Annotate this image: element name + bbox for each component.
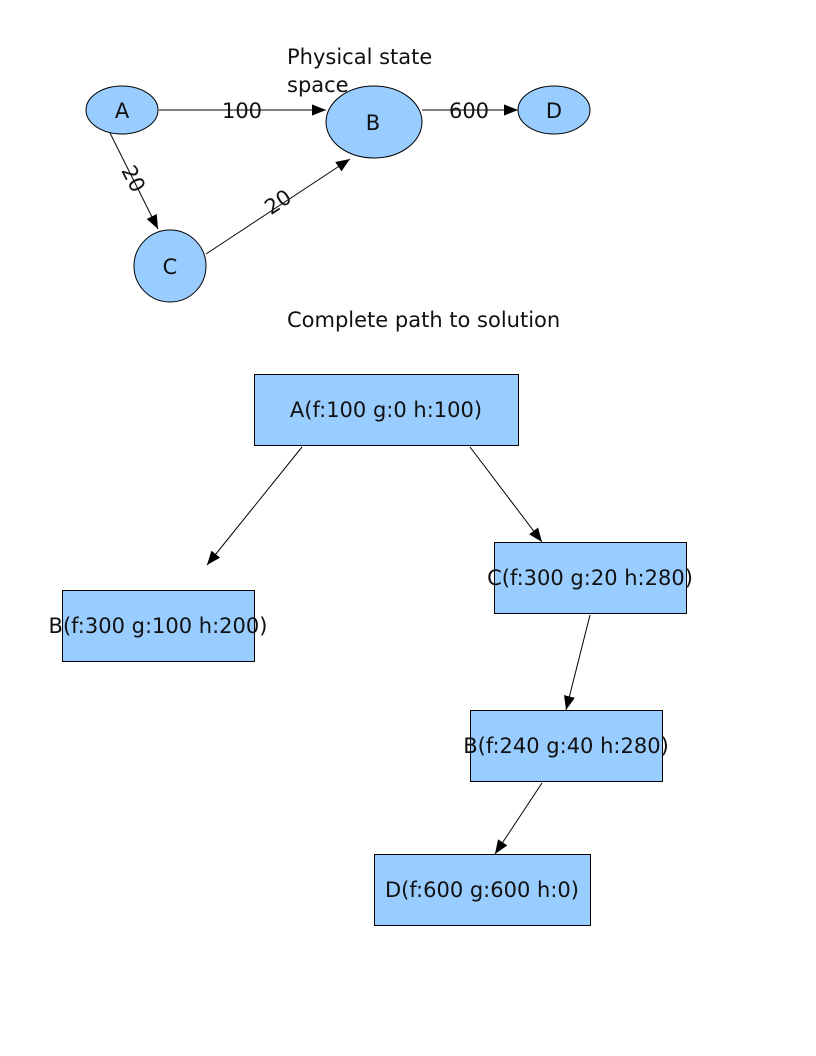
physical-state-space-title: Physical state space	[287, 45, 433, 97]
state-node-d: D	[517, 85, 591, 135]
state-edge-c-b: 20	[205, 158, 351, 255]
tree-node-b-first: B(f:300 g:100 h:200)	[49, 590, 268, 662]
tree-node-d: D(f:600 g:600 h:0)	[374, 854, 591, 926]
edge-cost-a-b: 100	[222, 99, 262, 123]
tree-node-c: C(f:300 g:20 h:280)	[487, 542, 693, 614]
tree-node-label: B(f:300 g:100 h:200)	[49, 614, 268, 638]
tree-edge-a-b	[206, 446, 303, 566]
edge-cost-b-d: 600	[449, 99, 489, 123]
tree-node-b-second: B(f:240 g:40 h:280)	[463, 710, 669, 782]
state-edge-a-c: 20	[109, 132, 159, 230]
state-node-a: A	[85, 85, 159, 135]
tree-edge-b-d	[494, 782, 543, 855]
state-node-c: C	[133, 229, 207, 303]
tree-edge-a-c	[469, 446, 543, 543]
state-node-b: B	[325, 85, 423, 159]
state-node-label: B	[366, 111, 380, 135]
edge-cost-a-c: 20	[116, 161, 150, 196]
state-node-label: A	[115, 99, 130, 123]
state-edge-b-d: 600	[422, 99, 518, 123]
tree-edge-c-b	[563, 614, 591, 711]
tree-node-label: C(f:300 g:20 h:280)	[487, 566, 693, 590]
tree-node-a: A(f:100 g:0 h:100)	[254, 374, 519, 446]
tree-node-label: B(f:240 g:40 h:280)	[463, 734, 669, 758]
state-edge-a-b: 100	[159, 99, 326, 123]
search-tree-title: Complete path to solution	[287, 308, 561, 332]
tree-node-label: A(f:100 g:0 h:100)	[290, 398, 482, 422]
state-node-label: D	[546, 99, 562, 123]
tree-node-label: D(f:600 g:600 h:0)	[385, 878, 579, 902]
state-node-label: C	[163, 255, 178, 279]
